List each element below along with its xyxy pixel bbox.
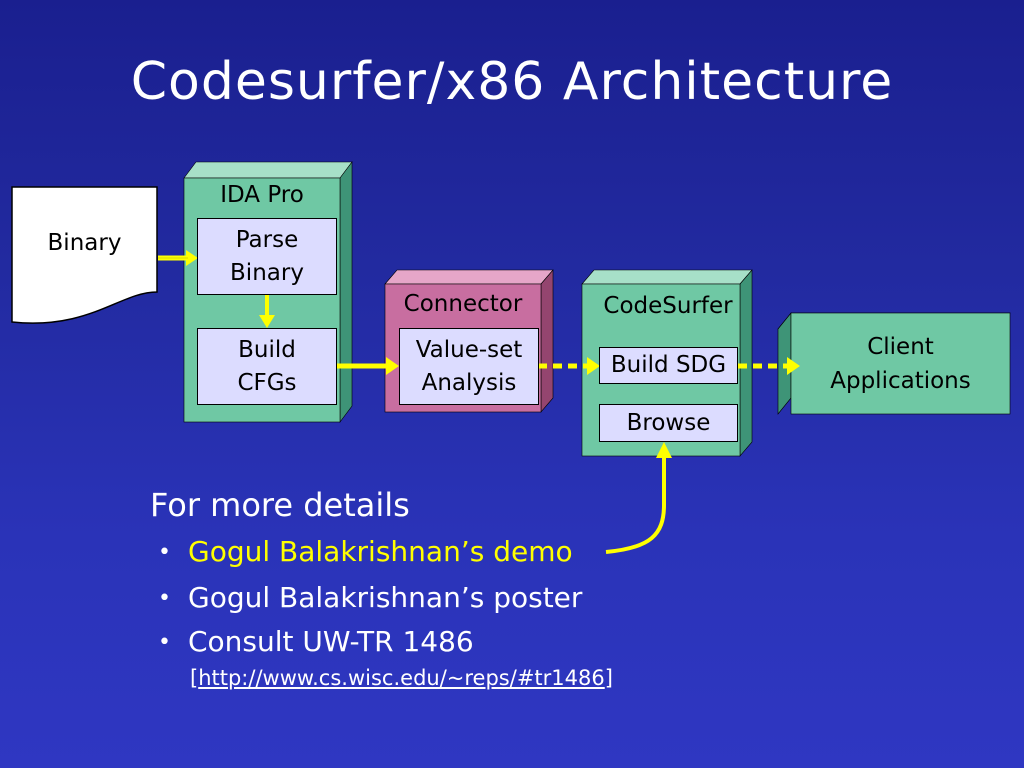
build-cfgs-box: Build CFGs: [197, 328, 337, 405]
bullet-3: •: [158, 630, 171, 655]
parse-binary-box: Parse Binary: [197, 218, 337, 295]
client-applications-block: [777, 312, 1011, 415]
browse-box: Browse: [599, 404, 738, 442]
value-set-analysis-box: Value-set Analysis: [399, 328, 539, 405]
ida-pro-title: IDA Pro: [220, 182, 304, 208]
tr-link-line: [http://www.cs.wisc.edu/~reps/#tr1486]: [190, 666, 613, 690]
details-heading: For more details: [150, 486, 410, 524]
build-cfgs-line1: Build: [238, 336, 296, 363]
build-sdg-box: Build SDG: [599, 347, 738, 384]
arrow-vsa-to-sdg: [538, 357, 600, 375]
client-line2: Applications: [830, 368, 971, 394]
arrow-cfgs-to-vsa: [337, 357, 399, 375]
link-close-bracket: ]: [604, 666, 613, 690]
connector-title: Connector: [403, 291, 523, 317]
binary-document-label: Binary: [47, 230, 122, 256]
slide-title: Codesurfer/x86 Architecture: [130, 52, 894, 112]
build-cfgs-line2: CFGs: [237, 369, 297, 396]
arrow-demo-to-browse: [605, 442, 672, 554]
client-line1: Client: [867, 334, 934, 360]
arrow-sdg-to-client: [738, 357, 800, 375]
arrow-parse-to-build: [259, 295, 275, 328]
vsa-line2: Analysis: [421, 369, 517, 396]
details-item-demo: Gogul Balakrishnan’s demo: [188, 535, 573, 568]
tr1486-link[interactable]: http://www.cs.wisc.edu/~reps/#tr1486: [198, 666, 605, 690]
binary-document-shape: [11, 186, 158, 324]
parse-binary-line2: Binary: [230, 259, 304, 286]
details-item-tr: Consult UW-TR 1486: [188, 625, 474, 658]
vsa-line1: Value-set: [415, 336, 523, 363]
details-item-poster: Gogul Balakrishnan’s poster: [188, 581, 583, 614]
parse-binary-line1: Parse: [235, 226, 299, 253]
bullet-2: •: [158, 586, 171, 611]
arrow-binary-to-parse: [158, 250, 198, 266]
link-open-bracket: [: [190, 666, 199, 690]
bullet-1: •: [158, 540, 171, 565]
client-applications-label: Client Applications: [791, 330, 1010, 398]
codesurfer-title: CodeSurfer: [603, 293, 733, 319]
